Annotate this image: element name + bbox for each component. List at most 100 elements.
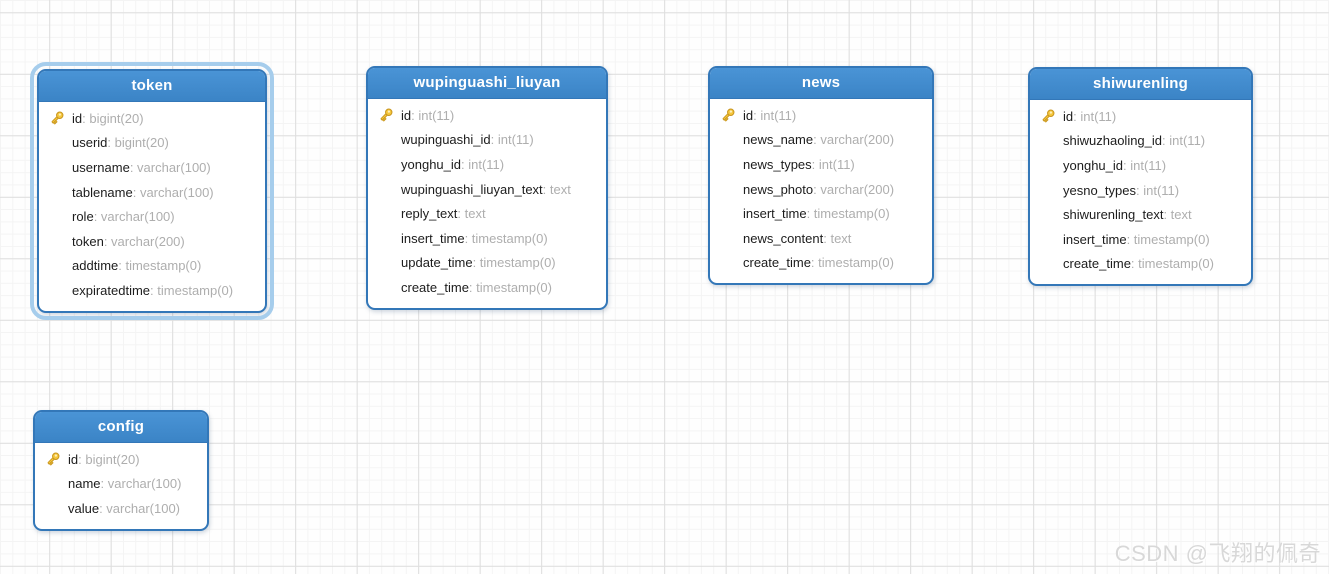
field-type: : timestamp(0) [806, 206, 890, 222]
primary-key-icon [720, 107, 736, 123]
field-icon-spacer [720, 181, 736, 197]
field-row[interactable]: wupinguashi_id: int(11) [373, 128, 600, 153]
field-icon-spacer [49, 135, 65, 151]
field-icon-spacer [1040, 182, 1056, 198]
field-type: : int(11) [753, 107, 797, 123]
primary-key-icon [378, 107, 394, 123]
table-shiwurenling[interactable]: shiwurenling id: int(11)shiwuzhaoling_id… [1028, 67, 1253, 287]
field-row[interactable]: reply_text: text [373, 201, 600, 226]
field-row[interactable]: create_time: timestamp(0) [373, 275, 600, 300]
field-name: shiwurenling_text [1063, 207, 1164, 223]
table-wupinguashi-liuyan[interactable]: wupinguashi_liuyan id: int(11)wupinguash… [366, 66, 608, 310]
field-icon-spacer [378, 279, 394, 295]
table-token-title[interactable]: token [39, 71, 265, 102]
field-name: id [68, 451, 79, 467]
field-type: : int(11) [1073, 108, 1117, 124]
field-row[interactable]: id: int(11) [1035, 104, 1245, 129]
field-row[interactable]: yonghu_id: int(11) [373, 152, 600, 177]
field-row[interactable]: role: varchar(100) [44, 204, 259, 229]
field-row[interactable]: tablename: varchar(100) [44, 180, 259, 205]
field-icon-spacer [49, 159, 65, 175]
field-row[interactable]: insert_time: timestamp(0) [1035, 227, 1245, 252]
field-name: token [72, 233, 104, 249]
field-row[interactable]: news_photo: varchar(200) [715, 177, 926, 202]
field-name: wupinguashi_id [401, 132, 491, 148]
field-icon-spacer [378, 255, 394, 271]
field-row[interactable]: value: varchar(100) [40, 496, 201, 521]
field-type: : timestamp(0) [1126, 231, 1210, 247]
table-news[interactable]: news id: int(11)news_name: varchar(200)n… [708, 66, 934, 286]
field-name: insert_time [401, 230, 465, 246]
field-name: value [68, 500, 100, 516]
field-type: : varchar(200) [813, 132, 895, 148]
field-row[interactable]: userid: bigint(20) [44, 131, 259, 156]
field-type: : int(11) [490, 132, 534, 148]
field-name: insert_time [1063, 231, 1127, 247]
table-wupinguashi-liuyan-title[interactable]: wupinguashi_liuyan [368, 68, 606, 99]
field-row[interactable]: news_types: int(11) [715, 152, 926, 177]
field-name: name [68, 476, 101, 492]
field-row[interactable]: id: bigint(20) [40, 447, 201, 472]
field-type: : varchar(100) [99, 500, 180, 516]
table-config-title[interactable]: config [35, 412, 207, 443]
table-shiwurenling-title[interactable]: shiwurenling [1030, 69, 1251, 100]
field-type: : timestamp(0) [472, 255, 556, 271]
field-row[interactable]: addtime: timestamp(0) [44, 254, 259, 279]
field-name: userid [72, 135, 108, 151]
field-row[interactable]: expiratedtime: timestamp(0) [44, 278, 259, 303]
field-icon-spacer [1040, 207, 1056, 223]
field-row[interactable]: id: int(11) [373, 103, 600, 128]
table-shiwurenling-fields: id: int(11)shiwuzhaoling_id: int(11)yong… [1030, 100, 1251, 284]
csdn-watermark: CSDN @飞翔的佩奇 [1114, 541, 1321, 566]
field-icon-spacer [720, 206, 736, 222]
field-icon-spacer [1040, 133, 1056, 149]
field-row[interactable]: insert_time: timestamp(0) [373, 226, 600, 251]
field-name: update_time [401, 255, 473, 271]
field-name: wupinguashi_liuyan_text [401, 181, 543, 197]
field-row[interactable]: news_name: varchar(200) [715, 128, 926, 153]
field-icon-spacer [49, 209, 65, 225]
field-name: addtime [72, 258, 119, 274]
field-row[interactable]: id: int(11) [715, 103, 926, 128]
field-name: news_name [743, 132, 814, 148]
field-name: news_content [743, 230, 824, 246]
field-row[interactable]: token: varchar(200) [44, 229, 259, 254]
field-type: : bigint(20) [107, 135, 169, 151]
field-row[interactable]: name: varchar(100) [40, 472, 201, 497]
field-row[interactable]: update_time: timestamp(0) [373, 251, 600, 276]
field-name: yonghu_id [401, 156, 461, 172]
field-row[interactable]: username: varchar(100) [44, 155, 259, 180]
field-icon-spacer [49, 282, 65, 298]
field-type: : bigint(20) [82, 110, 144, 126]
field-row[interactable]: news_content: text [715, 226, 926, 251]
field-row[interactable]: yesno_types: int(11) [1035, 178, 1245, 203]
table-news-title[interactable]: news [710, 68, 932, 99]
field-name: create_time [401, 279, 469, 295]
field-icon-spacer [720, 132, 736, 148]
field-row[interactable]: create_time: timestamp(0) [715, 251, 926, 276]
field-row[interactable]: create_time: timestamp(0) [1035, 252, 1245, 277]
field-type: : timestamp(0) [150, 282, 234, 298]
table-token-fields: id: bigint(20)userid: bigint(20)username… [39, 102, 265, 311]
field-row[interactable]: yonghu_id: int(11) [1035, 153, 1245, 178]
field-type: : int(11) [1136, 182, 1180, 198]
field-icon-spacer [1040, 157, 1056, 173]
field-type: : varchar(200) [103, 233, 185, 249]
field-row[interactable]: shiwuzhaoling_id: int(11) [1035, 129, 1245, 154]
field-type: : text [823, 230, 852, 246]
field-type: : timestamp(0) [468, 279, 552, 295]
field-name: reply_text [401, 206, 458, 222]
field-type: : varchar(100) [100, 476, 182, 492]
field-type: : varchar(100) [132, 184, 214, 200]
field-row[interactable]: insert_time: timestamp(0) [715, 201, 926, 226]
field-type: : text [457, 206, 486, 222]
field-icon-spacer [378, 230, 394, 246]
table-config[interactable]: config id: bigint(20)name: varchar(100)v… [33, 410, 209, 531]
field-icon-spacer [49, 258, 65, 274]
field-row[interactable]: wupinguashi_liuyan_text: text [373, 177, 600, 202]
field-row[interactable]: shiwurenling_text: text [1035, 202, 1245, 227]
table-token[interactable]: token id: bigint(20)userid: bigint(20)us… [30, 62, 274, 320]
field-icon-spacer [720, 255, 736, 271]
table-news-fields: id: int(11)news_name: varchar(200)news_t… [710, 99, 932, 283]
field-row[interactable]: id: bigint(20) [44, 106, 259, 131]
